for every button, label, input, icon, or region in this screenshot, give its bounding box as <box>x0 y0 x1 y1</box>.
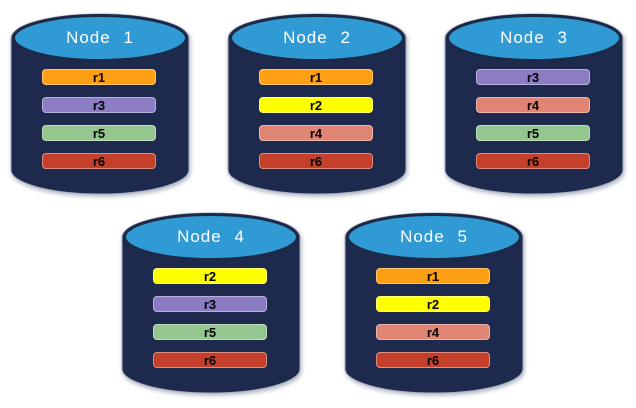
replica-bar: r4 <box>376 324 490 340</box>
replica-bar: r6 <box>476 153 590 169</box>
node-title: Node 4 <box>177 227 245 246</box>
replica-list: r1 r2 r4 r6 <box>259 69 373 181</box>
replica-bar: r5 <box>153 324 267 340</box>
replica-bar: r2 <box>153 268 267 284</box>
replica-bar: r3 <box>153 296 267 312</box>
replica-bar: r5 <box>476 125 590 141</box>
replica-bar: r4 <box>259 125 373 141</box>
node-title: Node 1 <box>66 28 134 47</box>
node-title: Node 5 <box>400 227 468 246</box>
replica-bar: r6 <box>376 352 490 368</box>
replica-list: r1 r2 r4 r6 <box>376 268 490 380</box>
replica-bar: r3 <box>476 69 590 85</box>
replica-bar: r3 <box>42 97 156 113</box>
replica-bar: r1 <box>376 268 490 284</box>
node-2: Node 2 r1 r2 r4 r6 <box>227 13 407 195</box>
replica-bar: r6 <box>42 153 156 169</box>
node-4: Node 4 r2 r3 r5 r6 <box>121 212 301 394</box>
replica-bar: r1 <box>42 69 156 85</box>
replica-bar: r6 <box>259 153 373 169</box>
replica-bar: r1 <box>259 69 373 85</box>
replica-list: r2 r3 r5 r6 <box>153 268 267 380</box>
node-5: Node 5 r1 r2 r4 r6 <box>344 212 524 394</box>
node-title: Node 2 <box>283 28 351 47</box>
replica-bar: r2 <box>376 296 490 312</box>
replica-list: r3 r4 r5 r6 <box>476 69 590 181</box>
replica-bar: r2 <box>259 97 373 113</box>
node-3: Node 3 r3 r4 r5 r6 <box>444 13 624 195</box>
replica-bar: r6 <box>153 352 267 368</box>
node-1: Node 1 r1 r3 r5 r6 <box>10 13 190 195</box>
replica-list: r1 r3 r5 r6 <box>42 69 156 181</box>
node-title: Node 3 <box>500 28 568 47</box>
replica-bar: r5 <box>42 125 156 141</box>
replica-bar: r4 <box>476 97 590 113</box>
